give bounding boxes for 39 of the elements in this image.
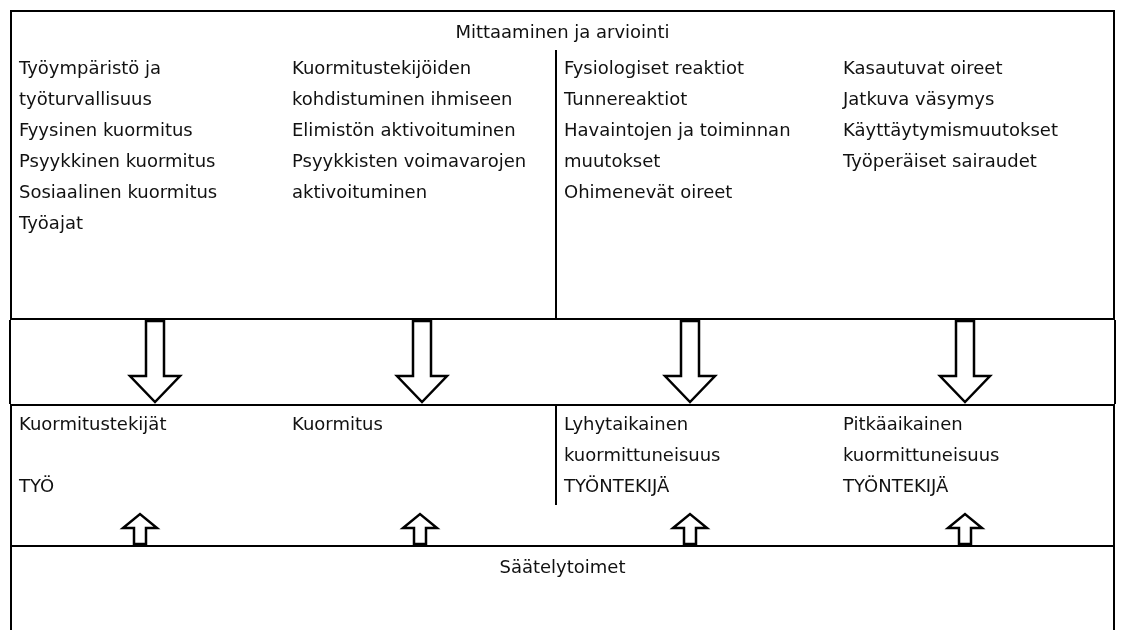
text-cell bbox=[285, 404, 557, 505]
list-item: Fysiologiset reaktiot bbox=[564, 56, 745, 80]
list-item: Työajat bbox=[19, 211, 83, 235]
list-item: TYÖ bbox=[19, 474, 55, 498]
block-arrow bbox=[399, 512, 441, 546]
block-arrow bbox=[127, 319, 183, 404]
regulation-panel bbox=[10, 545, 1115, 630]
text-cell bbox=[836, 404, 1115, 545]
block-arrow bbox=[669, 512, 711, 546]
list-item: Havaintojen ja toiminnan muutokset bbox=[564, 118, 792, 173]
list-item: Psyykkinen kuormitus bbox=[19, 149, 216, 173]
list-item: Fyysinen kuormitus bbox=[19, 118, 193, 142]
block-arrow bbox=[119, 512, 161, 546]
list-item: Työperäiset sairaudet bbox=[843, 149, 1037, 173]
list-item: Elimistön aktivoituminen bbox=[292, 118, 516, 142]
list-item: Kasautuvat oireet bbox=[843, 56, 1003, 80]
text-cell bbox=[10, 404, 285, 545]
list-item: Psyykkisten voimavarojen aktivoituminen bbox=[292, 149, 528, 204]
list-item: Kuormitustekijöiden kohdistuminen ihmiseen bbox=[292, 56, 514, 111]
list-item: TYÖNTEKIJÄ bbox=[564, 474, 670, 498]
list-item: Tunnereaktiot bbox=[564, 87, 688, 111]
block-arrow bbox=[944, 512, 986, 546]
list-item: Lyhytaikainen kuormittuneisuus bbox=[564, 412, 722, 467]
panel-heading: Mittaaminen ja arviointi bbox=[455, 20, 670, 44]
block-arrow bbox=[394, 319, 450, 404]
list-item: TYÖNTEKIJÄ bbox=[843, 474, 949, 498]
list-item: Sosiaalinen kuormitus bbox=[19, 180, 218, 204]
text-column bbox=[285, 50, 557, 320]
list-item: Ohimenevät oireet bbox=[564, 180, 733, 204]
list-item: Pitkäaikainen kuormittuneisuus bbox=[843, 412, 1001, 467]
list-item: Kuormitus bbox=[292, 412, 383, 436]
block-arrow bbox=[662, 319, 718, 404]
list-item: Jatkuva väsymys bbox=[843, 87, 995, 111]
list-item: Kuormitustekijät bbox=[19, 412, 167, 436]
list-item: Käyttäytymismuutokset bbox=[843, 118, 1058, 142]
measurement-panel bbox=[10, 10, 1115, 320]
panel-heading: Säätelytoimet bbox=[499, 555, 626, 579]
block-arrow bbox=[937, 319, 993, 404]
list-item: Työympäristö ja työturvallisuus bbox=[19, 56, 163, 111]
